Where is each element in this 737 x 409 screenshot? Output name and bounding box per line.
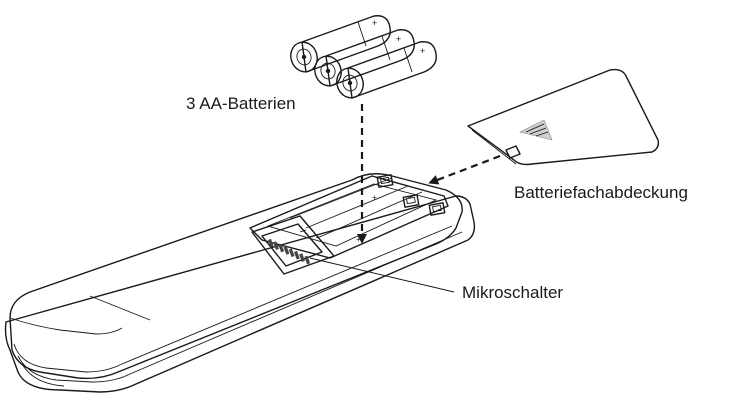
battery-polarity-mark: + (396, 34, 401, 44)
compartment-polarity-mark: + (356, 235, 361, 244)
battery-cover (468, 70, 658, 165)
battery-polarity-mark: + (420, 46, 425, 56)
label-battery-cover: Batteriefachabdeckung (514, 183, 688, 202)
cover-grip-hatch (520, 120, 552, 140)
label-dip-switch: Mikroschalter (462, 283, 563, 302)
dip-switch (252, 216, 334, 274)
dip-switch-leader-line (310, 258, 454, 292)
aa-battery: + (287, 16, 390, 76)
dip-switch-toggle (289, 249, 295, 258)
label-batteries: 3 AA-Batterien (186, 94, 296, 113)
dip-switch-toggle (294, 251, 300, 260)
battery-polarity-mark: + (372, 18, 377, 28)
aa-battery: + (333, 42, 436, 102)
remote-control-body (6, 174, 475, 392)
cover-attach-arrow (432, 156, 500, 182)
aa-batteries: + + + (287, 16, 436, 102)
compartment-polarity-mark: + (372, 193, 377, 202)
